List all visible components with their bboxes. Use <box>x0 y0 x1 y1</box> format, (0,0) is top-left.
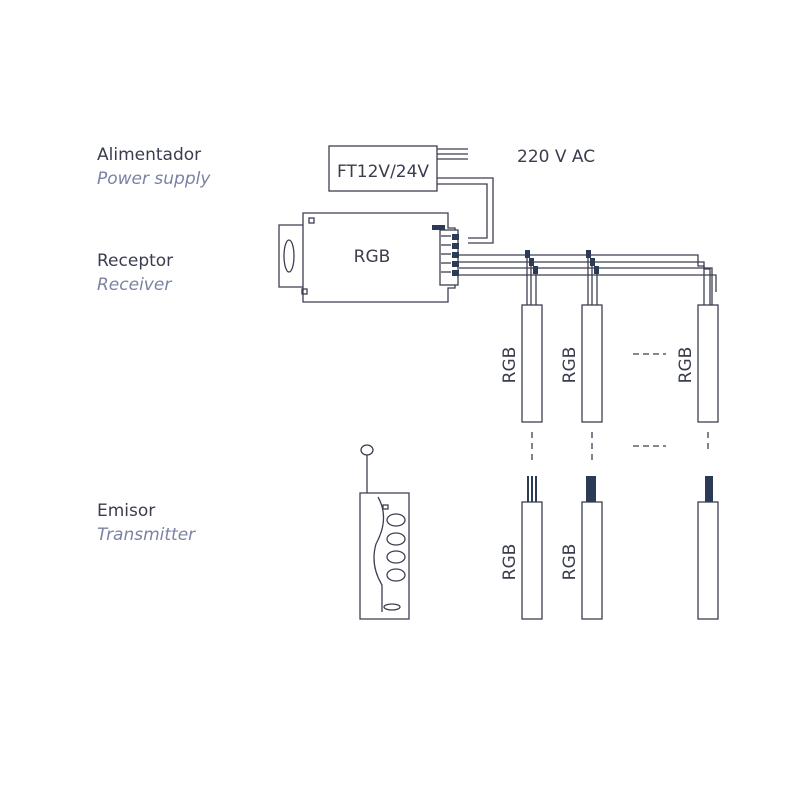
strip-label-n-top: RGB <box>676 347 696 384</box>
rgb-strip-2-bottom <box>581 501 603 620</box>
power-supply-box <box>328 145 438 192</box>
strip-label-2-bottom: RGB <box>560 544 580 581</box>
receiver-unit <box>278 212 459 303</box>
rgb-strip-n-bottom <box>697 501 719 620</box>
power-input-text: 220 V AC <box>517 147 595 167</box>
strip-label-2-top: RGB <box>560 347 580 384</box>
transmitter-remote <box>359 444 410 620</box>
bus-connectors <box>525 250 599 274</box>
power-supply-unit <box>328 145 494 244</box>
transmitter-label-es: Emisor <box>97 501 156 521</box>
power-supply-label-en: Power supply <box>97 169 211 189</box>
rgb-strip-1-bottom <box>521 501 543 620</box>
receiver-text: RGB <box>354 247 391 267</box>
transmitter-label-en: Transmitter <box>97 525 196 545</box>
power-supply-label-es: Alimentador <box>97 145 202 165</box>
receiver-label-es: Receptor <box>97 251 174 271</box>
power-supply-model-text: FT12V/24V <box>337 162 429 182</box>
strip-label-1-top: RGB <box>500 347 520 384</box>
strip-label-1-bottom: RGB <box>500 544 520 581</box>
receiver-label-en: Receiver <box>97 275 172 295</box>
rgb-strip-1-top <box>521 304 543 423</box>
rgb-strip-2-top <box>581 304 603 423</box>
rgb-strip-n-top <box>697 304 719 423</box>
rgb-bus <box>459 254 717 292</box>
